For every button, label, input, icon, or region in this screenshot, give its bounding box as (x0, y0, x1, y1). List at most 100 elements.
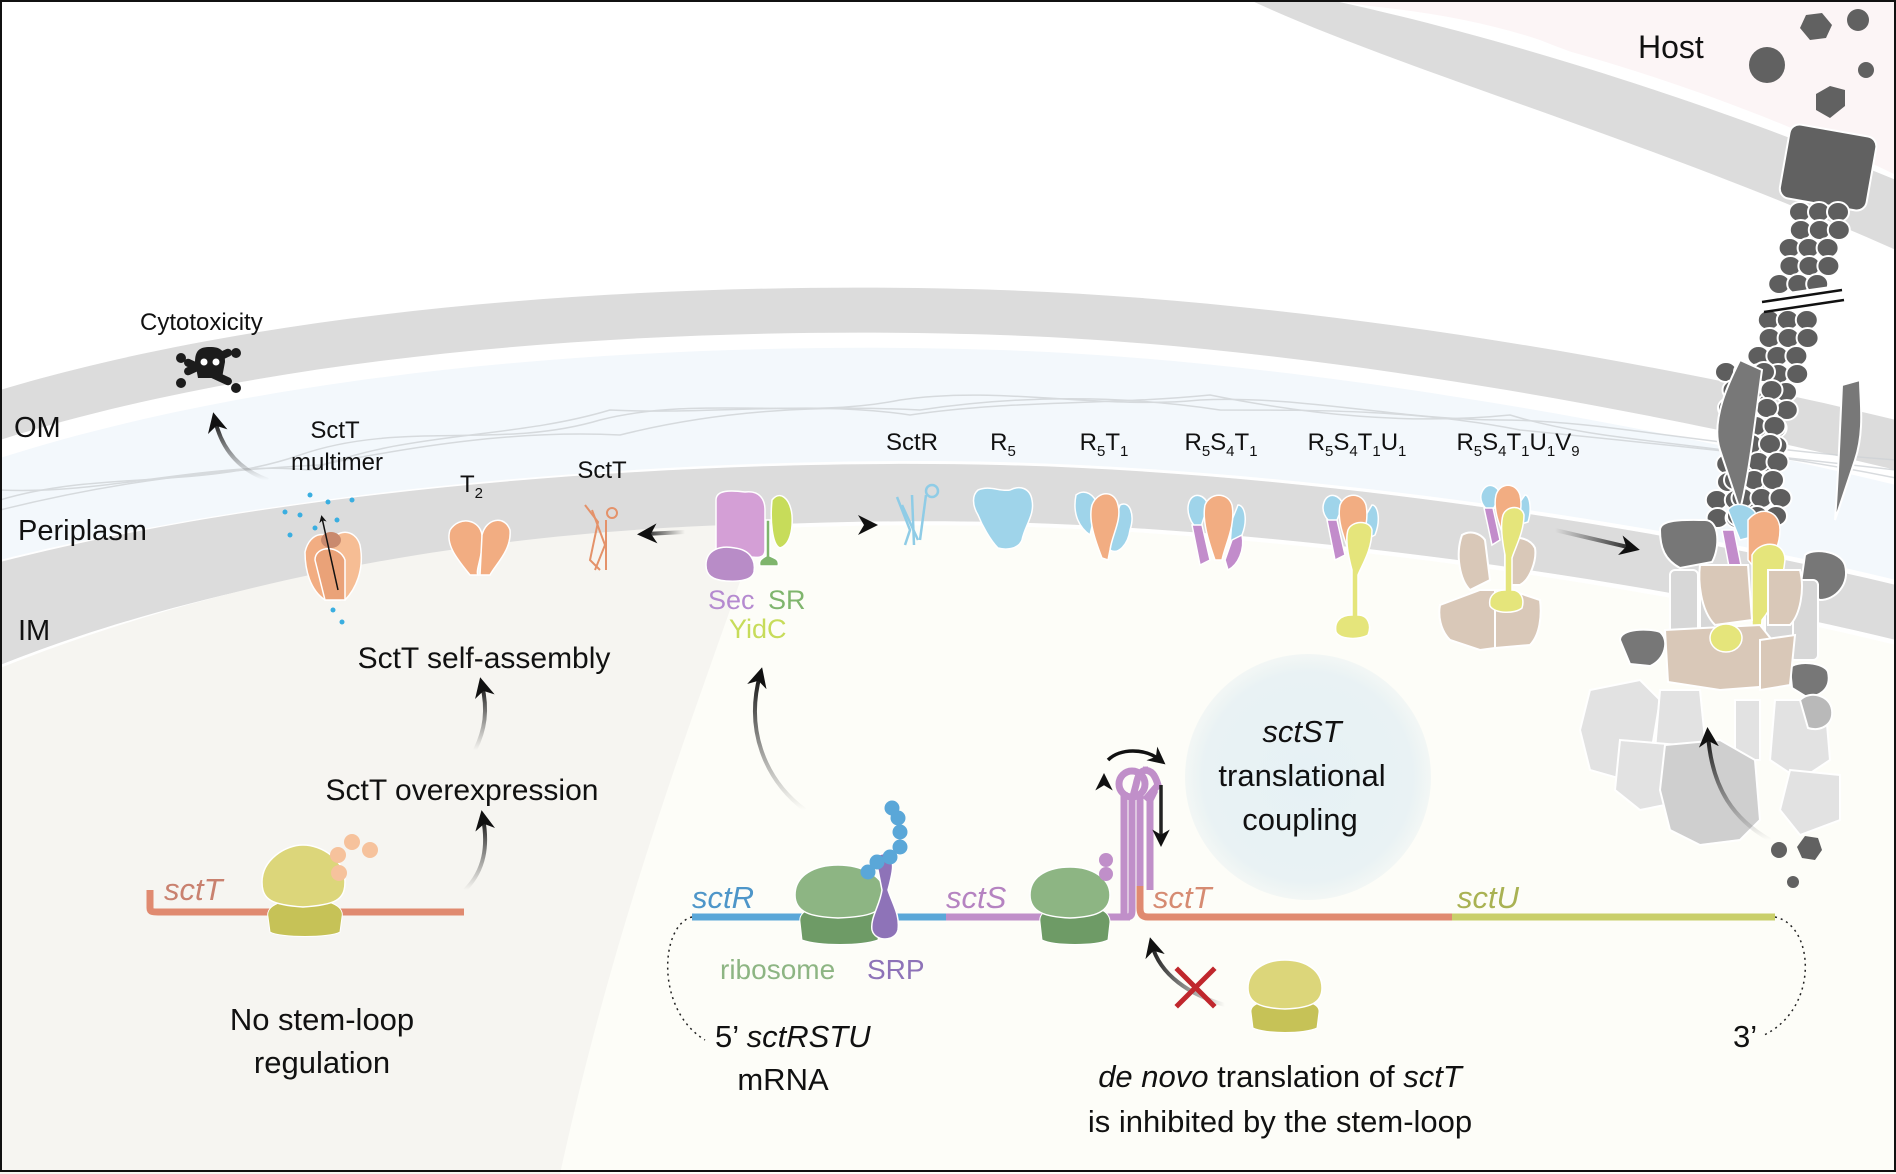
sctT-multimer (282, 492, 362, 625)
sec-to-sctT-arrow (637, 523, 686, 544)
needle-break-line (1761, 288, 1843, 304)
host-effectors (1749, 9, 1874, 118)
to-injectisome-arrow (1554, 528, 1640, 556)
needle-subunit (1762, 415, 1787, 437)
effector-circle (1858, 62, 1874, 78)
host-membrane-band (1250, 0, 1896, 250)
coupling-over-arrow (1106, 746, 1166, 765)
mrna-word-label: mRNA (737, 1062, 829, 1097)
host-membrane (1210, 0, 1896, 230)
atpase-complex (1658, 738, 1762, 847)
mrna-sctT-segment (1136, 886, 1452, 921)
sctT-label: SctT (577, 457, 627, 484)
needle-subunit (1816, 255, 1841, 277)
sctT-dimer (448, 519, 511, 576)
yidc (770, 494, 793, 549)
skull-crossbones-icon (176, 347, 241, 393)
basal-ring (1788, 662, 1830, 698)
denovo-label: de novo translation of sctT (1098, 1059, 1464, 1094)
ribosome-sctR (794, 864, 886, 945)
overexpression-label: SctT overexpression (326, 774, 599, 807)
sec-translocon (705, 490, 766, 582)
sctT-multimer-label-2: multimer (291, 449, 383, 476)
effector-circle (1847, 9, 1869, 31)
intermediate-R5S4T1U1: R5S4T1U1 (1308, 429, 1406, 640)
nascent-sctS-peptide (1099, 853, 1113, 881)
host-label: Host (1638, 29, 1704, 65)
yidc-label: YidC (729, 614, 787, 644)
effector-circle (1749, 47, 1785, 83)
operon-to-sec-arrow (747, 667, 807, 812)
sctT-monomer (584, 504, 618, 571)
om-label: OM (14, 412, 61, 444)
substrate-circle (1771, 842, 1787, 858)
sorting-platform (1778, 768, 1841, 837)
left-sctT-mrna (146, 890, 464, 916)
coupling-label-1: sctST (1262, 714, 1343, 749)
needle-subunit (1759, 379, 1784, 401)
injectisome (1578, 123, 1878, 888)
t2-label: T2 (460, 471, 483, 502)
export-apparatus-U-cyto (1709, 623, 1743, 653)
srp-label: SRP (867, 954, 925, 985)
sec-label: Sec (708, 585, 755, 615)
inhibited-label: is inhibited by the stem-loop (1088, 1104, 1472, 1139)
needle-break-line (1763, 298, 1845, 314)
substrates (1771, 836, 1822, 888)
basal-ring (1658, 518, 1719, 570)
sorting-platform-pod (1798, 693, 1834, 730)
gene-label-sctT: sctT (1153, 880, 1214, 915)
to-cytotoxicity-arrow (207, 412, 269, 482)
needle-subunit (1758, 433, 1782, 455)
gene-label-sctR: sctR (692, 880, 754, 915)
secretin (1834, 378, 1863, 521)
needle-subunit (1794, 309, 1819, 331)
sctR-monomer (895, 483, 940, 546)
substrate-uptake-arrow (1698, 727, 1771, 842)
mrna-5prime-operon-label: 5’ sctRSTU (715, 1019, 871, 1054)
left-sctT-gene-label: sctT (164, 872, 225, 907)
effector-hexagon (1816, 86, 1845, 118)
needle-subunit (1761, 469, 1785, 491)
dotted-3prime-link (1761, 916, 1806, 1037)
basal-body-V9 (1767, 569, 1803, 626)
gene-label-sctS: sctS (946, 880, 1007, 915)
denovo-blocked-arrow (1145, 937, 1226, 1007)
translation-to-overexpression-arrow (463, 810, 496, 892)
ribosome-sctS (1029, 866, 1111, 945)
left-ribosome-yellow (261, 844, 346, 937)
coupling-bubble (1185, 654, 1431, 900)
nascent-sctR-peptide (860, 800, 908, 880)
peptidoglycan-layer (0, 394, 1896, 511)
intermediate-label: R5S4T1 (1184, 429, 1257, 460)
needle-subunit (1815, 237, 1840, 259)
needle-subunit (1768, 487, 1793, 509)
ribosome-label: ribosome (720, 954, 835, 985)
inner-membrane (0, 463, 1896, 665)
intermediate-label: R5 (990, 429, 1016, 460)
gene-label-sctU: sctU (1457, 880, 1520, 915)
basal-ring (1618, 628, 1667, 668)
basal-body-V9 (1698, 564, 1754, 627)
needle-tip (1778, 123, 1878, 212)
needle-subunit (1784, 345, 1809, 367)
overexpression-to-assembly-arrow (473, 677, 495, 751)
coupling-label-3: coupling (1242, 802, 1357, 837)
periplasm (0, 347, 1896, 580)
needle-subunit (1826, 201, 1850, 223)
intermediate-label: R5S4T1U1V9 (1456, 429, 1579, 460)
stem-loop-head (1115, 767, 1149, 801)
effector-hexagon (1800, 13, 1832, 40)
needle-subunit (1765, 451, 1790, 473)
intermediate-R5S4T1: R5S4T1 (1184, 429, 1258, 572)
outer-membrane (0, 287, 1896, 470)
mrna-3prime-label: 3’ (1733, 1019, 1757, 1054)
basal-body-V9 (1759, 633, 1797, 692)
free-ribosome-yellow (1247, 959, 1323, 1033)
secretin (1716, 358, 1764, 514)
inhibited-x-icon (1174, 966, 1217, 1009)
needle-subunit (1795, 327, 1820, 349)
intermediate-R5S4T1U1V9: R5S4T1U1V9 (1438, 429, 1580, 652)
